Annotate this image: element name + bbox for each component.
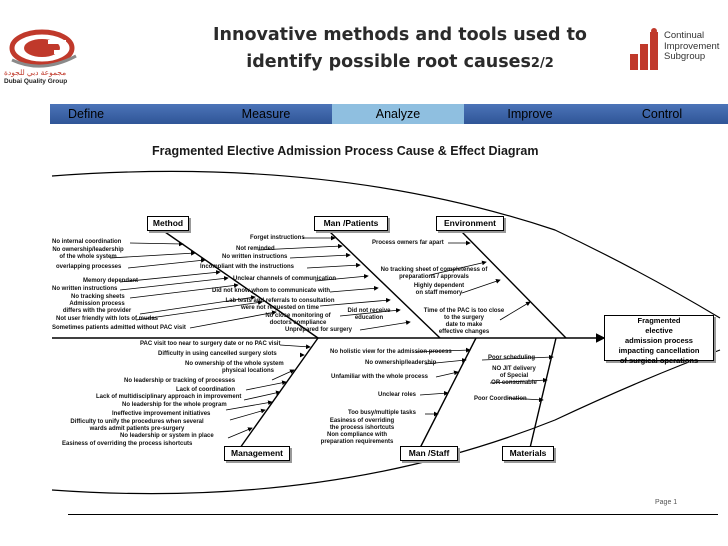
nav-measure[interactable]: Measure <box>241 107 291 121</box>
cause-method: Sometimes patients admitted without PAC … <box>52 325 186 331</box>
diagram-title: Fragmented Elective Admission Process Ca… <box>152 144 539 158</box>
cause-management: PAC visit too near to surgery date or no… <box>140 341 281 347</box>
cause-materials: NO JIT delivery of Special OR consumable <box>491 366 537 386</box>
cause-man-staff: Too busy/multiple tasks <box>348 410 416 416</box>
bone-man-patients <box>329 231 441 339</box>
ci-logo-line-2: Improvement <box>664 40 720 52</box>
cause-man-staff: Non compliance with preparation requirem… <box>320 432 394 445</box>
cause-environment: Process owners far apart <box>372 240 444 246</box>
bone-environment <box>461 231 567 339</box>
cause-method: Memory dependant <box>83 278 139 284</box>
logo-arabic-text: مجموعة دبي للجودة <box>4 68 67 77</box>
cause-management: Difficulty to unify the procedures when … <box>70 419 204 432</box>
dqg-emblem-icon <box>9 29 77 68</box>
cause-man-staff: Unfamiliar with the whole process <box>331 374 429 380</box>
category-materials: Materials <box>502 446 554 461</box>
title-line-2: identify possible root causes <box>246 52 531 72</box>
cause-man-staff: No holistic view for the admission proce… <box>330 349 452 355</box>
cause-management: physical locations <box>222 368 275 374</box>
cause-management: No leadership or tracking of processes <box>124 378 236 384</box>
cause-management: Lack of multidisciplinary approach in im… <box>96 394 242 400</box>
cause-man-patients: Forget instructions <box>250 235 305 241</box>
category-management: Management <box>224 446 290 461</box>
cause-management: Easiness of overriding the process ishor… <box>62 441 193 447</box>
nav-control[interactable]: Control <box>641 107 683 121</box>
cause-man-patients: Did not know whom to communicate with <box>212 288 330 294</box>
cause-method: Admission process differs with the provi… <box>62 301 132 314</box>
category-man-patients: Man /Patients <box>314 216 388 231</box>
cause-man-staff: No ownership/leadership <box>365 360 437 366</box>
cause-method: No ownership/leadership of the whole sys… <box>52 247 124 260</box>
cause-materials: Poor scheduling <box>488 355 536 361</box>
cause-method: Not user friendly with lots of mudas <box>56 316 159 322</box>
cause-man-patients: No written instructions <box>222 254 288 260</box>
cause-management: No ownership of the whole system <box>185 361 284 367</box>
effect-line: impacting cancellation <box>618 346 700 355</box>
category-environment: Environment <box>436 216 504 231</box>
dubai-quality-group-logo: مجموعة دبي للجودة Dubai Quality Group <box>4 28 92 92</box>
cause-method: No tracking sheets <box>71 294 125 300</box>
cause-man-patients: Unclear channels of communication <box>233 276 337 282</box>
cause-environment: No tracking sheet of completeness of pre… <box>380 267 488 280</box>
cause-method: No internal coordination <box>52 239 122 245</box>
cause-man-staff: Unclear roles <box>378 392 417 398</box>
cause-materials: Poor Coordination <box>474 396 527 402</box>
logo-name-text: Dubai Quality Group <box>4 78 68 85</box>
cause-management: Ineffective improvement initiatives <box>112 411 211 417</box>
cause-man-patients: Not reminded <box>236 246 275 252</box>
fish-outline-top <box>51 170 721 319</box>
footer-line <box>68 514 718 515</box>
effect-line: Fragmented <box>637 316 681 325</box>
cause-management: Difficulty in using cancelled surgery sl… <box>158 351 277 357</box>
cause-environment: Time of the PAC is too close to the surg… <box>423 308 505 335</box>
effect-line: elective <box>645 326 673 335</box>
continual-improvement-logo: Continual Improvement Subgroup <box>628 28 724 78</box>
page-title: Innovative methods and tools used to ide… <box>190 22 610 77</box>
cause-management: No leadership or system in place <box>120 433 214 439</box>
cause-management: No leadership for the whole program <box>122 402 227 408</box>
nav-analyze[interactable]: Analyze <box>332 104 464 124</box>
category-man-staff: Man /Staff <box>400 446 458 461</box>
page-label: Page 1 <box>655 499 678 506</box>
bone-method <box>164 231 319 339</box>
ci-logo-line-3: Subgroup <box>664 51 706 62</box>
category-method: Method <box>147 216 189 231</box>
effect-line: of surgical operations <box>619 356 699 365</box>
cause-man-patients: Did not receive education <box>347 308 391 321</box>
cause-man-staff: Easiness of overriding the process ishor… <box>329 418 395 431</box>
nav-improve[interactable]: Improve <box>507 107 553 121</box>
dmaic-nav-bar: Define Measure Analyze Improve Control <box>50 104 728 124</box>
fish-outline-bottom <box>51 349 721 495</box>
ci-bars-icon <box>630 28 658 70</box>
cause-management: Lack of coordination <box>176 387 236 393</box>
cause-man-patients: No close monitoring of doctors complianc… <box>265 313 331 326</box>
effect-box: Fragmented elective admission process im… <box>604 315 714 365</box>
cause-man-patients: Incompliant with the instructions <box>200 264 295 270</box>
nav-define[interactable]: Define <box>68 107 105 121</box>
effect-line: admission process <box>625 336 693 345</box>
title-suffix: 2/2 <box>530 56 554 71</box>
ci-logo-line-1: Continual <box>664 30 705 41</box>
cause-man-patients: Lab tests and referrals to consultation … <box>225 298 335 311</box>
title-line-1: Innovative methods and tools used to <box>213 25 587 45</box>
cause-method: overlapping processes <box>56 264 122 270</box>
cause-environment: Highly dependent on staff memory <box>413 283 465 296</box>
cause-man-patients: Unprepared for surgery <box>285 327 353 333</box>
cause-method: No written instructions <box>52 286 118 292</box>
